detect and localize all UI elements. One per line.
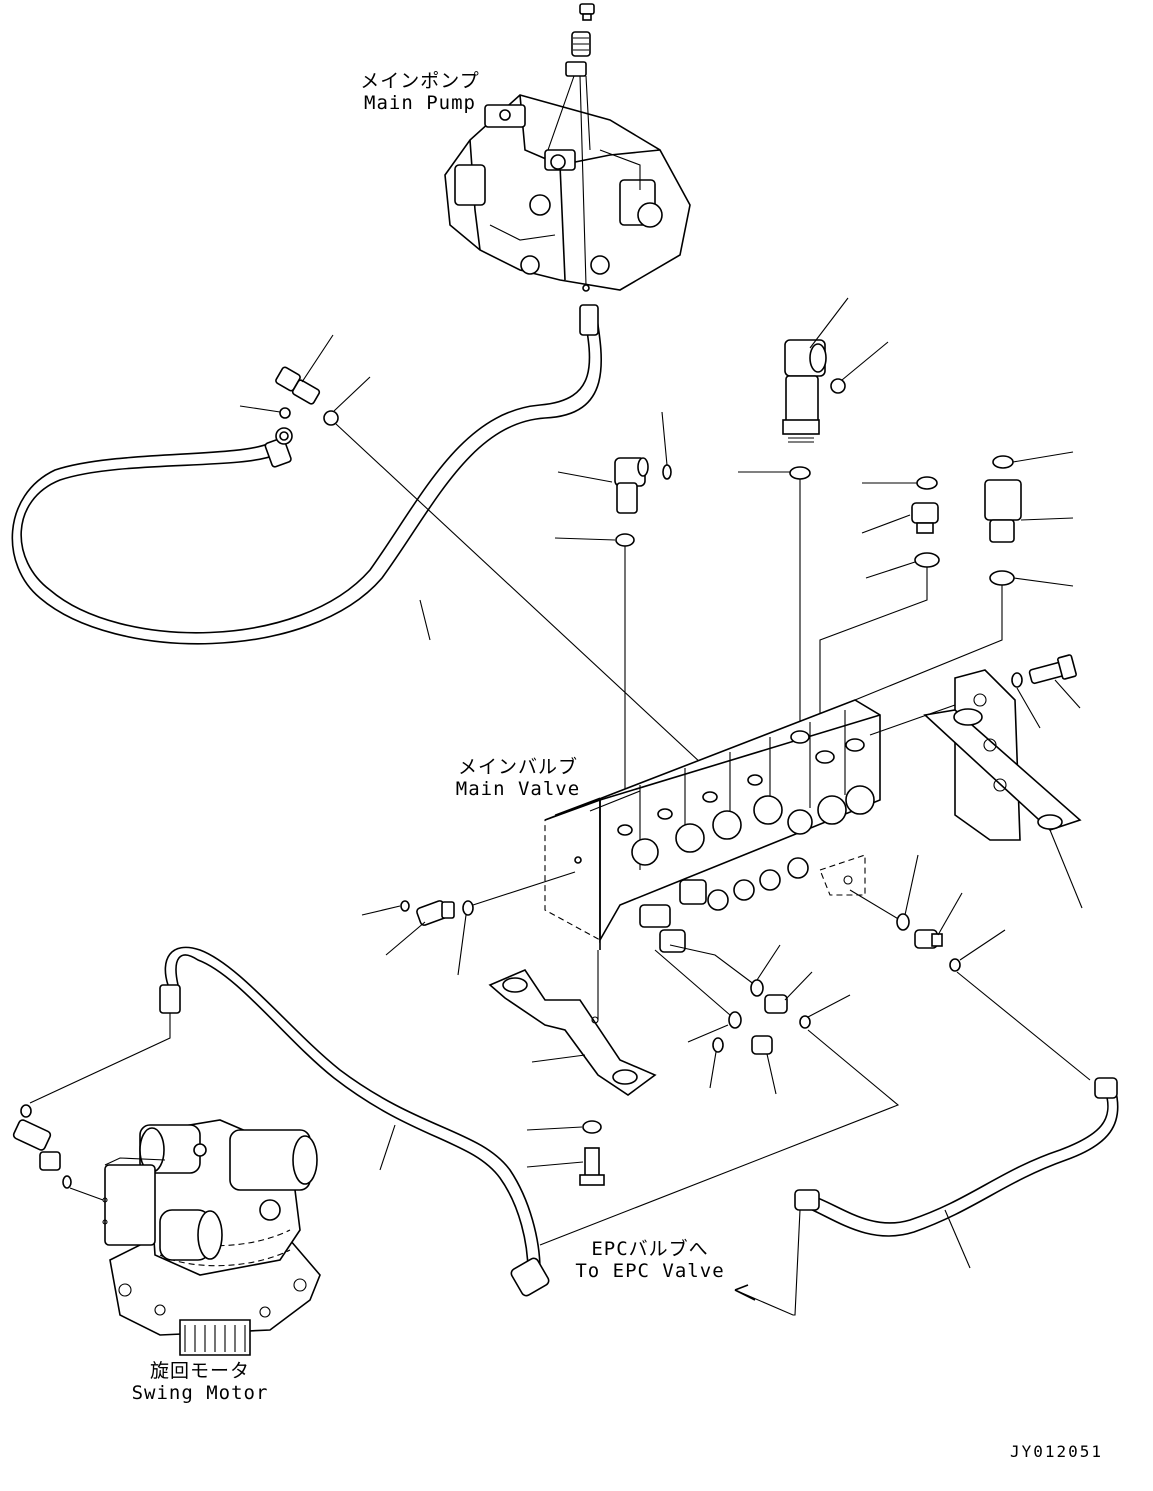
swing-motor-label: 旋回モータ Swing Motor (125, 1360, 275, 1404)
main-valve-label-en: Main Valve (455, 778, 581, 800)
main-pump-label-jp: メインポンプ (360, 70, 480, 92)
epc-valve-label: EPCバルブへ To EPC Valve (570, 1238, 730, 1282)
pump-top-fittings (547, 3, 595, 292)
main-valve-label: メインバルブ Main Valve (448, 756, 588, 800)
main-pump (444, 94, 691, 291)
main-pump-label: メインポンプ Main Pump (355, 70, 485, 114)
main-pump-label-en: Main Pump (364, 92, 476, 114)
main-valve (544, 699, 881, 953)
valve-right-fittings (849, 854, 1091, 1081)
valve-left-fittings (361, 871, 576, 976)
epc-valve-hose (734, 1077, 1119, 1316)
epc-valve-label-en: To EPC Valve (575, 1260, 725, 1282)
swing-motor-label-en: Swing Motor (131, 1382, 269, 1404)
main-valve-label-jp: メインバルブ (457, 756, 578, 778)
lower-bracket (488, 950, 657, 1186)
valve-lower-fittings (539, 944, 900, 1246)
swing-motor-label-jp: 旋回モータ (149, 1360, 250, 1382)
swing-motor-hose (29, 946, 550, 1297)
swing-motor (12, 1104, 321, 1356)
upper-right-fittings (554, 297, 1074, 830)
elbow-fitting-upper-left (239, 334, 731, 791)
drawing-code: JY012051 (1010, 1442, 1104, 1461)
epc-valve-label-jp: EPCバルブへ (591, 1238, 709, 1260)
pump-to-valve-hose (11, 304, 602, 645)
right-bracket (869, 654, 1083, 909)
